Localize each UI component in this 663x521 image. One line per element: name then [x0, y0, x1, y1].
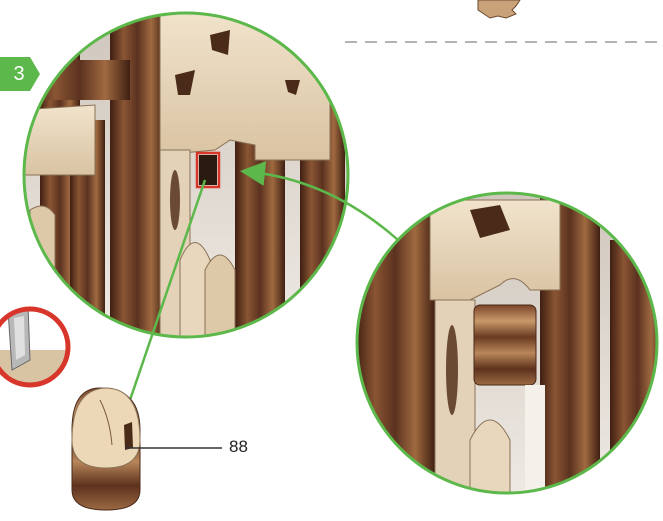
part-number-label: 88 — [229, 437, 248, 457]
step-number: 3 — [6, 60, 32, 88]
warning-icon — [0, 305, 70, 390]
peg-part-88 — [72, 388, 140, 510]
gear-piece-icon — [478, 0, 520, 18]
